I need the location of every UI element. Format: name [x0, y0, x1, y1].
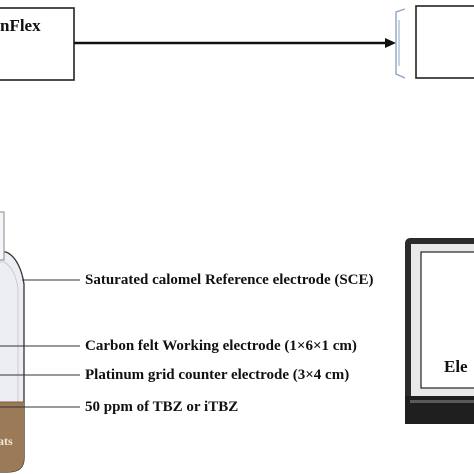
connection-arrowhead [385, 38, 396, 48]
device-screen [420, 251, 474, 389]
label-counter-electrode: Platinum grid counter electrode (3×4 cm) [85, 367, 349, 383]
label-solution: 50 ppm of TBZ or iTBZ [85, 399, 238, 415]
electrochemical-cell: ats [0, 211, 25, 473]
solution-layer [0, 402, 24, 472]
computer-box [415, 5, 474, 79]
monitor-side-edge [395, 8, 406, 79]
potentiostat-label: nFlex [0, 16, 41, 35]
display-device: Ele [405, 238, 474, 424]
cell-inner-glass [0, 261, 19, 452]
reference-electrode-tube [0, 211, 5, 261]
solution-label: ats [0, 434, 13, 448]
label-working-electrode: Carbon felt Working electrode (1×6×1 cm) [85, 338, 357, 354]
label-reference-electrode: Saturated calomel Reference electrode (S… [85, 272, 374, 288]
device-screen-label: Ele [444, 357, 468, 376]
device-base-highlight [410, 400, 474, 403]
